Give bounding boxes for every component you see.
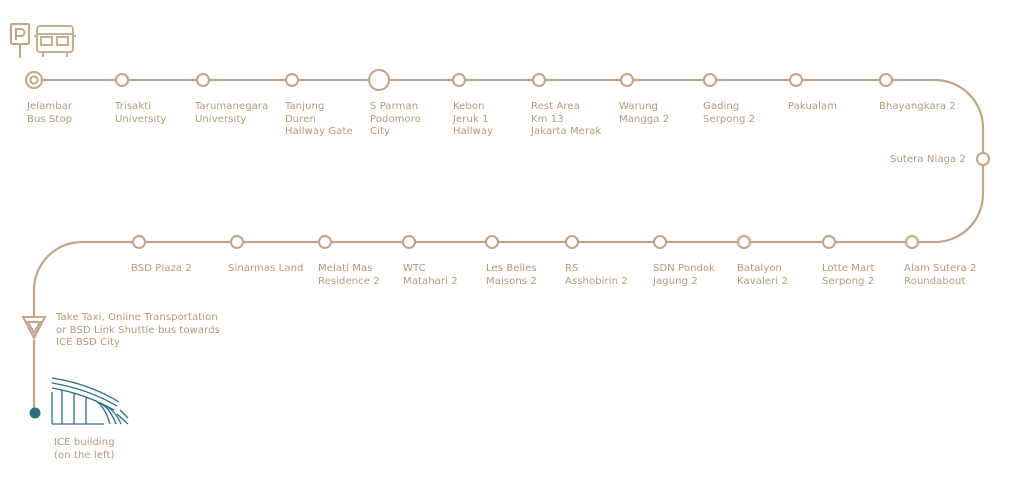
label-pakualam: Pakualam <box>788 101 838 112</box>
label-kebon-jeruk: Kebon Jeruk 1 Hallway <box>453 101 494 137</box>
stop-gading-serpong <box>703 73 717 87</box>
label-rs-asshobirin: RS Asshobirin 2 <box>565 263 628 287</box>
label-start: Jelambar Bus Stop <box>27 101 73 125</box>
stop-tarumanegara <box>196 73 210 87</box>
stop-wtc <box>402 235 416 249</box>
stop-start-center <box>29 75 39 85</box>
stop-pakualam <box>789 73 803 87</box>
route-line <box>32 78 985 318</box>
transfer-note: Take Taxi, Online Transportation or BSD … <box>56 312 220 348</box>
label-lotte-mart: Lotte Mart Serpong 2 <box>822 263 875 287</box>
label-tanjung-duren: Tanjung Duren Hallway Gate <box>285 101 353 137</box>
stop-melati-mas <box>318 235 332 249</box>
stop-warung-mangga <box>620 73 634 87</box>
stop-lotte-mart <box>822 235 836 249</box>
stop-bsd-plaza <box>132 235 146 249</box>
label-les-belles: Les Belles Maisons 2 <box>486 263 537 287</box>
label-sutera-niaga: Sutera Niaga 2 <box>890 154 966 165</box>
stop-les-belles <box>485 235 499 249</box>
ice-building-icon <box>51 377 129 425</box>
stop-sinarmas <box>230 235 244 249</box>
stop-tanjung-duren <box>285 73 299 87</box>
stop-sutera-niaga <box>976 152 990 166</box>
stop-sdn-pondok <box>653 235 667 249</box>
triangle-direction-icon <box>21 316 47 341</box>
label-bsd-plaza: BSD Plaza 2 <box>131 263 192 274</box>
label-rest-area: Rest Area Km 13 Jakarta Merak <box>531 101 602 137</box>
label-trisakti: Trisakti University <box>115 101 167 125</box>
stop-batalyon <box>737 235 751 249</box>
stop-bhayangkara <box>879 73 893 87</box>
bus-icon <box>34 25 76 57</box>
stop-destination <box>29 407 41 419</box>
label-melati-mas: Melati Mas Residence 2 <box>318 263 380 287</box>
stop-rest-area <box>532 73 546 87</box>
parking-sign-icon <box>10 23 30 58</box>
stop-s-parman <box>368 69 390 91</box>
label-alam-sutera: Alam Sutera 2 Roundabout <box>904 263 977 287</box>
stop-kebon-jeruk <box>452 73 466 87</box>
stop-alam-sutera <box>905 235 919 249</box>
label-s-parman: S Parman Podomoro City <box>370 101 421 137</box>
label-bhayangkara: Bhayangkara 2 <box>879 101 956 112</box>
label-gading-serpong: Gading Serpong 2 <box>703 101 756 125</box>
label-wtc: WTC Matahari 2 <box>403 263 458 287</box>
label-sdn-pondok: SDN Pondok Jagung 2 <box>653 263 716 287</box>
label-batalyon: Batalyon Kavaleri 2 <box>737 263 788 287</box>
stop-trisakti <box>115 73 129 87</box>
label-warung-mangga: Warung Mangga 2 <box>619 101 670 125</box>
label-destination: ICE building (on the left) <box>54 437 115 461</box>
stop-start <box>25 71 43 89</box>
stop-rs-asshobirin <box>565 235 579 249</box>
label-sinarmas: Sinarmas Land <box>228 263 304 274</box>
label-tarumanegara: Tarumanegara University <box>195 101 269 125</box>
